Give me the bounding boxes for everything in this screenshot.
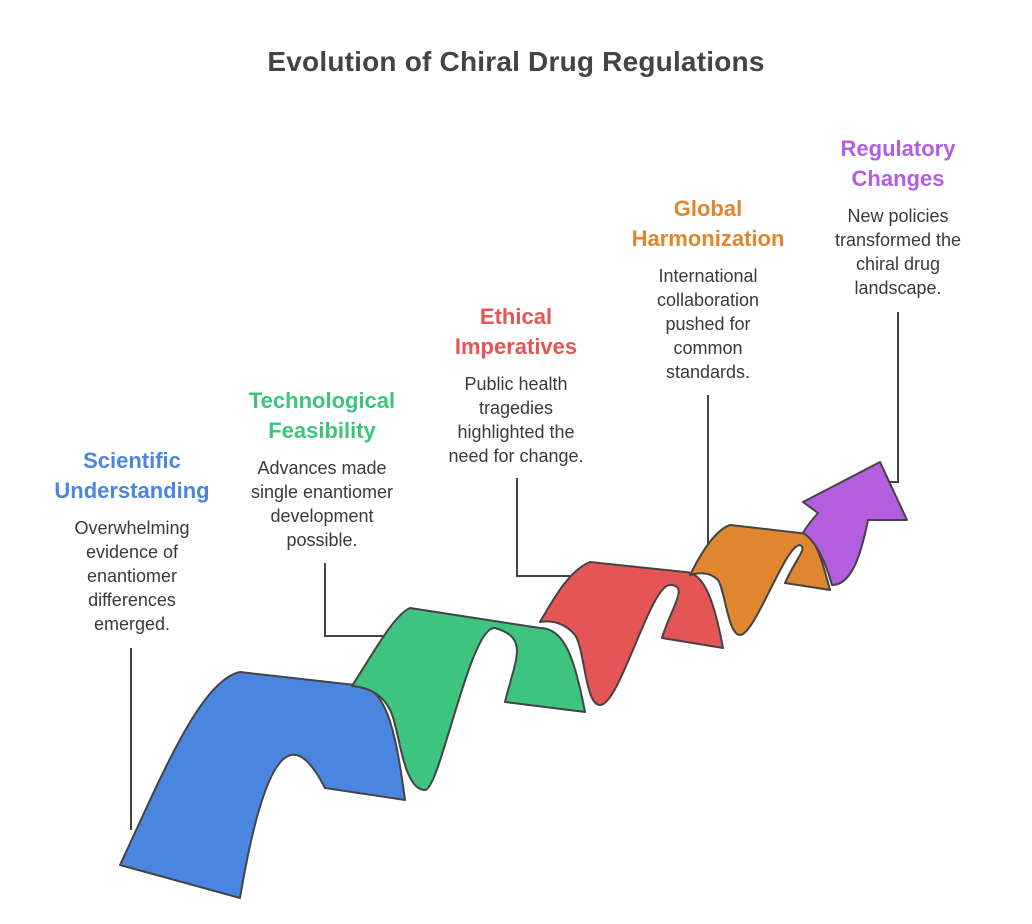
stage-title-technological: Technological Feasibility bbox=[248, 388, 396, 443]
stage-segment-regulatory bbox=[802, 461, 908, 586]
stage-description-technological: Advances made single enantiomer developm… bbox=[250, 458, 394, 550]
stage-title-scientific: Scientific Understanding bbox=[54, 448, 210, 503]
connector-line-regulatory bbox=[885, 312, 899, 483]
stage-description-ethical: Public health tragedies highlighted the … bbox=[448, 374, 584, 466]
stage-title-global: Global Harmonization bbox=[631, 196, 785, 251]
stage-title-ethical: Ethical Imperatives bbox=[454, 304, 578, 359]
stage-segment-global bbox=[689, 524, 831, 636]
page-title: Evolution of Chiral Drug Regulations bbox=[267, 46, 765, 77]
stage-segment-scientific bbox=[119, 671, 406, 899]
stage-title-regulatory: Regulatory Changes bbox=[840, 136, 956, 191]
stage-description-regulatory: New policies transformed the chiral drug… bbox=[834, 206, 962, 298]
stage-description-global: International collaboration pushed for c… bbox=[656, 266, 760, 382]
stage-segment-technological bbox=[351, 607, 586, 791]
connector-line-ethical bbox=[516, 478, 570, 577]
connector-line-technological bbox=[324, 563, 390, 637]
stage-segment-ethical bbox=[539, 561, 724, 706]
stage-description-scientific: Overwhelming evidence of enantiomer diff… bbox=[74, 518, 190, 634]
